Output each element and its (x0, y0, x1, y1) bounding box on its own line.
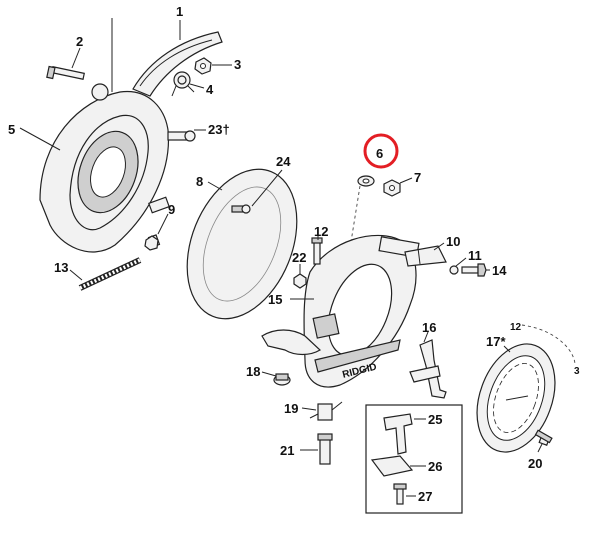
label-part-25: 25 (428, 412, 442, 427)
part-6-highlight-circle (363, 133, 399, 169)
label-part-10: 10 (446, 234, 460, 249)
part-2-pin (46, 65, 85, 80)
part-24-screw (231, 204, 251, 214)
part-21-pin (317, 433, 333, 465)
part-16-bracket (409, 339, 447, 399)
part-26-plate (370, 455, 414, 477)
part-15-front-carriage (261, 234, 420, 388)
label-part-23: 23† (208, 122, 230, 137)
part-8-disc (186, 168, 298, 320)
part-18-cap (273, 373, 291, 386)
part-13-threaded-rod (78, 257, 142, 291)
part-17-dial (476, 343, 556, 453)
part-6-washer (357, 175, 375, 187)
part-10-lever (404, 245, 447, 267)
part-27-screw (393, 483, 407, 505)
label-part-1: 1 (176, 4, 183, 19)
part-19-clip (309, 401, 343, 421)
part-11-washer (449, 265, 459, 275)
dial-tick-12: 12 (510, 322, 522, 333)
part-12-screw (311, 237, 323, 265)
part-1-shoe (132, 31, 223, 97)
part-23-stud (167, 130, 196, 142)
label-part-4: 4 (206, 82, 214, 97)
label-part-2: 2 (76, 34, 83, 49)
label-part-11: 11 (468, 248, 482, 263)
part-7-nut (383, 179, 401, 197)
part-20-screw (534, 429, 553, 446)
part-3-nut (194, 57, 212, 75)
label-part-27: 27 (418, 489, 432, 504)
part-14-bolt (461, 263, 487, 277)
label-part-5: 5 (8, 122, 15, 137)
label-part-13: 13 (54, 260, 68, 275)
label-part-24: 24 (276, 154, 291, 169)
label-part-21: 21 (280, 443, 294, 458)
label-part-16: 16 (422, 320, 436, 335)
label-part-18: 18 (246, 364, 260, 379)
label-part-7: 7 (414, 170, 421, 185)
label-part-6: 6 (376, 146, 383, 161)
label-part-19: 19 (284, 401, 298, 416)
part-22-nut (293, 273, 307, 289)
label-part-22: 22 (292, 250, 306, 265)
label-part-20: 20 (528, 456, 542, 471)
label-part-12: 12 (314, 224, 328, 239)
label-part-3: 3 (234, 57, 241, 72)
part-25-bracket (383, 413, 413, 455)
dial-tick-3: 3 (574, 366, 580, 377)
label-part-17: 17* (486, 334, 506, 349)
label-part-15: 15 (268, 292, 282, 307)
part-4-spring (171, 71, 195, 97)
label-part-26: 26 (428, 459, 442, 474)
label-part-8: 8 (196, 174, 203, 189)
label-part-9: 9 (168, 202, 175, 217)
label-part-14: 14 (492, 263, 507, 278)
part-9-fitting (144, 234, 161, 251)
part-5-rear-housing (39, 83, 170, 253)
